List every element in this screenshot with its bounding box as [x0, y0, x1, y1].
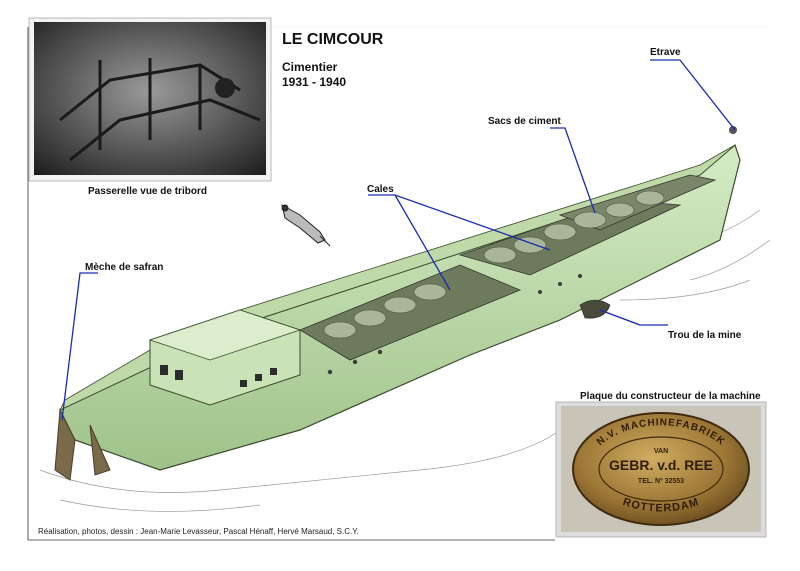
leader-sacs: [550, 127, 596, 214]
plate-text-van: VAN: [654, 448, 668, 455]
label-trou-de-la-mine: Trou de la mine: [668, 330, 742, 341]
photo-bridge: [28, 17, 272, 182]
photo-builder-plate: N.V. MACHINEFABRIEK ROTTERDAM VAN GEBR. …: [555, 401, 767, 538]
page-title: LE CIMCOUR: [282, 31, 384, 48]
diver-figure: [281, 204, 331, 247]
leader-trou: [599, 309, 668, 326]
leader-etrave: [650, 59, 736, 131]
page-years: 1931 - 1940: [282, 75, 347, 89]
label-meche-de-safran: Mèche de safran: [85, 262, 164, 273]
credits-line: Réalisation, photos, dessin : Jean-Marie…: [38, 527, 359, 536]
ship-hull: [54, 126, 741, 481]
page-subtitle: Cimentier: [282, 60, 338, 74]
label-sacs-de-ciment: Sacs de ciment: [488, 116, 561, 127]
label-etrave: Etrave: [650, 47, 681, 58]
plate-text-name: GEBR. v.d. REE: [609, 457, 713, 473]
caption-bridge-photo: Passerelle vue de tribord: [88, 186, 207, 197]
leader-cales-2: [394, 194, 451, 291]
leader-meche: [61, 272, 98, 421]
plate-text-tel: TEL. Nº 32553: [638, 478, 684, 485]
label-cales: Cales: [367, 184, 394, 195]
caption-plate-photo: Plaque du constructeur de la machine: [580, 391, 761, 402]
leader-lines: [61, 59, 736, 421]
